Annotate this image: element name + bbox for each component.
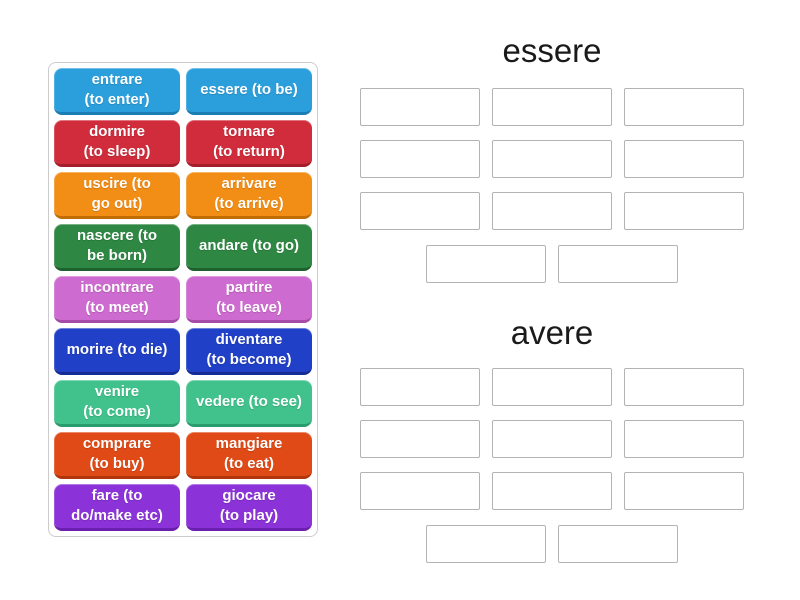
word-tile-label: dormire (to sleep) [83,123,151,160]
drop-slot[interactable] [624,472,744,510]
word-tile-morire[interactable]: morire (to die) [54,328,180,375]
drop-slot[interactable] [492,420,612,458]
drop-slot[interactable] [558,525,678,563]
word-tile-label: nascere (to be born) [76,227,158,264]
drop-slot[interactable] [360,88,480,126]
drop-slot[interactable] [624,88,744,126]
word-tile-diventare[interactable]: diventare (to become) [186,328,312,375]
word-tile-dormire[interactable]: dormire (to sleep) [54,120,180,167]
drop-slot[interactable] [492,472,612,510]
group-title-avere: avere [510,314,594,351]
word-tile-panel: entrare (to enter) essere (to be) dormir… [48,62,318,537]
essere-slot-grid [360,88,744,230]
word-tile-label: arrivare (to arrive) [214,175,284,212]
word-tile-vedere[interactable]: vedere (to see) [186,380,312,427]
word-tile-label: venire (to come) [83,383,151,420]
word-tile-label: entrare (to enter) [84,71,150,108]
drop-slot[interactable] [360,140,480,178]
drop-slot[interactable] [360,420,480,458]
drop-slot[interactable] [360,368,480,406]
word-tile-andare[interactable]: andare (to go) [186,224,312,271]
drop-slot[interactable] [624,368,744,406]
word-tile-label: essere (to be) [200,81,298,98]
group-title-essere: essere [502,32,602,69]
word-tile-essere[interactable]: essere (to be) [186,68,312,115]
drop-slot[interactable] [426,245,546,283]
drop-slot[interactable] [624,192,744,230]
word-tile-mangiare[interactable]: mangiare (to eat) [186,432,312,479]
avere-slot-grid [360,368,744,510]
word-tile-label: vedere (to see) [196,393,302,410]
word-tile-label: andare (to go) [199,237,299,254]
word-tile-label: giocare (to play) [219,487,279,524]
word-tile-label: comprare (to buy) [82,435,152,472]
essere-slot-overflow-row [360,245,744,283]
word-tile-label: mangiare (to eat) [215,435,283,472]
avere-slot-overflow-row [360,525,744,563]
word-tile-nascere[interactable]: nascere (to be born) [54,224,180,271]
drop-slot[interactable] [492,192,612,230]
word-tile-comprare[interactable]: comprare (to buy) [54,432,180,479]
word-tile-label: diventare (to become) [206,331,292,368]
drop-slot[interactable] [492,368,612,406]
word-tile-venire[interactable]: venire (to come) [54,380,180,427]
drop-slot[interactable] [624,420,744,458]
word-tile-arrivare[interactable]: arrivare (to arrive) [186,172,312,219]
drop-slot[interactable] [558,245,678,283]
word-tile-fare[interactable]: fare (to do/make etc) [54,484,180,531]
word-tile-uscire[interactable]: uscire (to go out) [54,172,180,219]
drop-slot[interactable] [360,192,480,230]
word-tile-partire[interactable]: partire (to leave) [186,276,312,323]
drop-slot[interactable] [492,140,612,178]
word-tile-entrare[interactable]: entrare (to enter) [54,68,180,115]
word-tile-label: fare (to do/make etc) [71,487,163,524]
word-tile-label: incontrare (to meet) [80,279,154,316]
word-tile-label: uscire (to go out) [83,175,151,212]
word-tile-label: morire (to die) [66,341,168,358]
drop-slot[interactable] [492,88,612,126]
word-tile-tornare[interactable]: tornare (to return) [186,120,312,167]
word-tile-label: tornare (to return) [213,123,285,160]
drop-slot[interactable] [624,140,744,178]
drop-slot[interactable] [426,525,546,563]
word-tile-giocare[interactable]: giocare (to play) [186,484,312,531]
word-tile-label: partire (to leave) [216,279,282,316]
word-tile-incontrare[interactable]: incontrare (to meet) [54,276,180,323]
drop-slot[interactable] [360,472,480,510]
